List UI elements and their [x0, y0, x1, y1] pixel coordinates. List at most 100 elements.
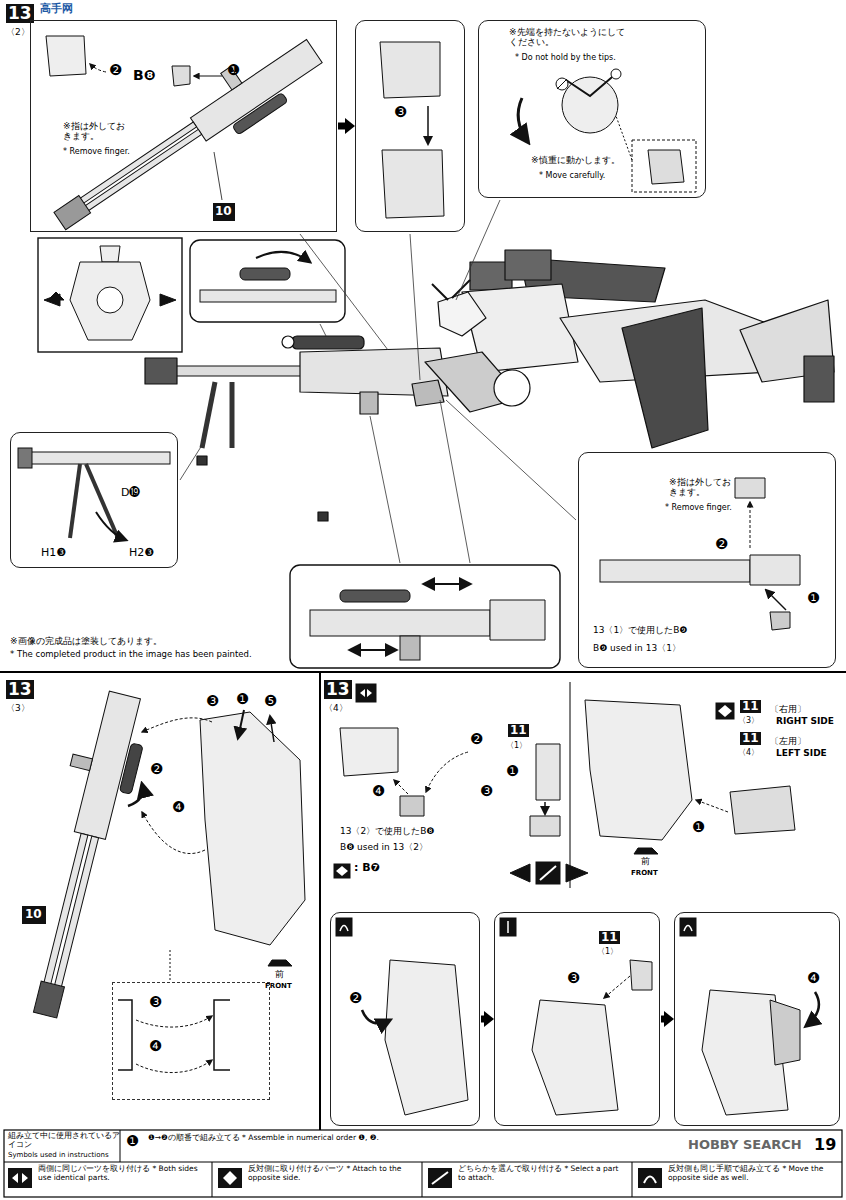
panel-finger-drawing	[750, 555, 800, 585]
panel-c-drawing	[566, 72, 618, 96]
part-badge: 11〈4〉	[738, 732, 764, 762]
panel-a-drawing	[84, 129, 202, 211]
page-frame	[422, 1162, 423, 1197]
step4-drawing	[536, 744, 560, 800]
page-frame	[0, 672, 846, 1197]
panel-scope	[200, 290, 336, 302]
legend-icon: ❶	[126, 1134, 139, 1149]
panel-chest	[97, 287, 123, 313]
label-text: 〈3〉	[738, 716, 759, 725]
step-badge: 13〈3〉	[6, 680, 36, 718]
panel-a-drawing	[232, 92, 288, 135]
panel-scope	[190, 240, 345, 322]
robot-illustration	[804, 356, 834, 402]
step-number: 13	[6, 680, 34, 699]
step4-sequence-drawing	[630, 960, 652, 990]
callout-number: ❷	[349, 991, 362, 1006]
connector-arrow	[338, 123, 345, 130]
panel-finger-drawing	[735, 478, 765, 498]
callout-number: ❶	[692, 820, 705, 835]
step4-drawing	[394, 780, 408, 794]
label-text: 〈2〉	[6, 27, 30, 37]
step4-drawing	[360, 689, 372, 697]
part-badge: 11〈3〉	[738, 700, 764, 730]
legend-icons	[218, 1168, 242, 1188]
step4-drawing	[634, 848, 658, 854]
label-text: * Remove finger.	[63, 147, 130, 156]
step4-drawing	[530, 816, 560, 836]
legend-icons	[432, 1172, 448, 1184]
step4-drawing	[544, 802, 546, 814]
connector-arrow	[661, 1016, 664, 1023]
sequence-panel: ❹	[674, 912, 840, 1126]
leader-lines	[300, 234, 388, 350]
panel-a-drawing	[54, 196, 91, 230]
label-text: ※指は外しておきます。	[63, 121, 125, 142]
label-text: 前	[275, 969, 284, 979]
part-code: D⓳	[121, 487, 140, 500]
panel-c-drawing	[518, 69, 696, 192]
label-text: RIGHT SIDE	[776, 716, 834, 726]
step4-sequence-drawing	[684, 926, 692, 932]
legend-entry: 両側に同じパーツを取り付ける * Both sides use identica…	[38, 1165, 208, 1182]
callout-number: ❷	[715, 537, 728, 552]
callout-number: ❷	[470, 732, 483, 747]
robot-illustration	[494, 370, 530, 406]
detail-panel: ※先端を持たないようにしてください。* Do not hold by the t…	[478, 20, 706, 198]
step3-drawing	[119, 743, 143, 794]
step4-sequence-drawing	[532, 1000, 618, 1115]
panel-bipod-drawing	[96, 512, 126, 540]
label-text: ※先端を持たないようにしてください。	[509, 27, 627, 48]
step4-drawing	[540, 866, 556, 880]
step-region: 〔右用〕RIGHT SIDE〔左用〕LEFT SIDE❶11〈3〉11〈4〉前F…	[572, 690, 844, 886]
step4-drawing	[716, 703, 734, 719]
panel-finger-drawing	[750, 502, 751, 548]
label-text: 〈1〉	[506, 741, 527, 750]
robot-illustration	[622, 308, 708, 448]
panel-slide	[340, 590, 410, 602]
step4-sequence-drawing	[340, 926, 348, 932]
step-panel: ❷B❽❶※指は外しておきます。* Remove finger.10	[30, 20, 337, 232]
step3-drawing	[170, 950, 171, 980]
panel-slide	[350, 649, 396, 651]
panel-c-drawing	[611, 69, 621, 79]
panel-bipod-drawing	[86, 464, 118, 538]
leader-lines	[440, 400, 470, 563]
page-frame	[570, 682, 571, 888]
step3-drawing	[10, 686, 305, 1072]
panel-c-drawing	[557, 79, 567, 89]
panel-a-drawing	[190, 40, 322, 142]
robot-illustration	[505, 250, 551, 280]
callout-number: ❷	[109, 63, 122, 78]
part-number: 11	[740, 732, 761, 745]
part-code: H2❸	[129, 547, 154, 560]
part-code: H1❸	[41, 547, 66, 560]
label-text: 〔左用〕	[770, 736, 806, 746]
callout-number: ❹	[172, 800, 185, 815]
step4-drawing	[426, 752, 468, 792]
label-text: 〈1〉	[597, 947, 618, 956]
step3-drawing	[142, 812, 205, 854]
step4-sequence-drawing	[806, 992, 819, 1026]
step4-drawing	[400, 796, 424, 816]
panel-chest	[100, 246, 120, 262]
front-icon: 前FRONT	[628, 846, 666, 884]
label-text: ※慎重に動かします。	[531, 155, 620, 165]
page-frame	[212, 1162, 213, 1197]
step4-sequence-drawing	[770, 1000, 800, 1065]
step4-sequence-drawing	[336, 918, 819, 1115]
part-number: 11	[740, 700, 761, 713]
leader-lines	[320, 324, 326, 336]
step3-drawing	[118, 1000, 132, 1070]
label-text: 〈4〉	[324, 703, 348, 713]
step3-drawing	[238, 710, 244, 738]
inset-box: ❸❹	[112, 982, 270, 1100]
step3-drawing	[128, 784, 143, 806]
panel-slide	[424, 583, 470, 585]
label-text: 13〈1〉で使用したB❾	[593, 625, 687, 635]
panel-slide	[400, 636, 420, 660]
legend-icons	[428, 1168, 452, 1188]
step4-sequence-drawing	[680, 918, 696, 936]
